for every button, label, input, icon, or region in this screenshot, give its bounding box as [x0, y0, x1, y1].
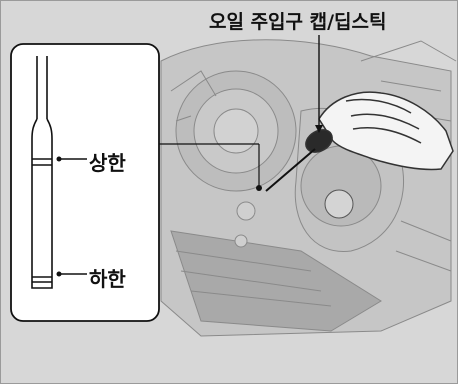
lower-limit-label: 하한	[89, 267, 126, 291]
title-callout-arrow	[315, 125, 323, 133]
hand-icon	[305, 91, 454, 171]
upper-limit-label: 상한	[89, 151, 126, 175]
inset-leader-dot	[256, 185, 262, 191]
dipstick-inset	[10, 43, 160, 322]
lower-limit-dot	[56, 271, 62, 277]
engine-block	[160, 39, 457, 337]
dipstick-icon	[265, 148, 316, 192]
dipstick-detail	[31, 56, 53, 289]
upper-limit-dot	[56, 156, 62, 162]
oil-filler-cap-label: 오일 주입구 캡/딥스틱	[209, 11, 387, 33]
